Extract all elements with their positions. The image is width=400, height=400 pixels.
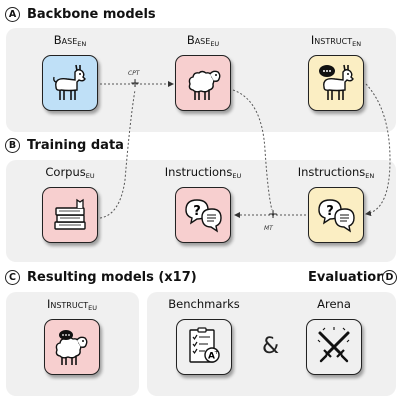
arena-tile (306, 319, 362, 375)
instruct-eu-tile (44, 319, 100, 375)
crossed-swords-icon (317, 327, 350, 363)
mt-plus: + (268, 207, 279, 221)
instruct-eu-label: InstructEU (46, 297, 98, 312)
section-a-title: Backbone models (27, 7, 156, 22)
sheep-chat-icon (55, 330, 88, 365)
section-b-title: Training data (27, 138, 124, 153)
llama-chat-icon (319, 64, 354, 100)
section-b-badge: B (5, 138, 20, 153)
svg-text:+: + (214, 349, 219, 356)
section-c-badge: C (5, 270, 20, 285)
corpus-eu-tile (42, 187, 98, 243)
svg-text:A: A (208, 352, 215, 362)
base-eu-tile (175, 55, 231, 111)
section-c-title: Resulting models (x17) (27, 270, 197, 285)
base-eu-label: BaseEU (186, 33, 220, 48)
instruct-en-tile (308, 55, 364, 111)
base-en-tile (42, 55, 98, 111)
benchmarks-label: Benchmarks (168, 297, 240, 311)
cpt-plus: + (130, 76, 141, 90)
arena-label: Arena (317, 297, 351, 311)
instruct-en-label: InstructEN (310, 33, 362, 48)
base-en-label: BaseEN (53, 33, 87, 48)
section-d-title: Evaluation (308, 270, 386, 285)
books-icon (54, 198, 86, 230)
mt-label: MT (264, 225, 273, 232)
chat-question-icon: ? (318, 199, 355, 233)
instructions-en-label: InstructionsEN (297, 165, 375, 180)
llama-icon (53, 64, 86, 100)
chat-question-icon: ? (185, 199, 222, 233)
section-a-badge: A (5, 7, 20, 22)
section-d-badge: D (382, 270, 397, 285)
benchmarks-tile: A + (176, 319, 232, 375)
cpt-label: CPT (128, 70, 140, 77)
corpus-eu-label: CorpusEU (45, 165, 95, 180)
svg-text:?: ? (193, 204, 201, 219)
sheep-icon (188, 70, 221, 100)
instructions-eu-label: InstructionsEU (164, 165, 242, 180)
ampersand: & (262, 334, 280, 359)
instructions-eu-tile: ? (175, 187, 231, 243)
checklist-grade-icon: A + (189, 327, 220, 363)
svg-text:?: ? (326, 204, 334, 219)
instructions-en-tile: ? (308, 187, 364, 243)
